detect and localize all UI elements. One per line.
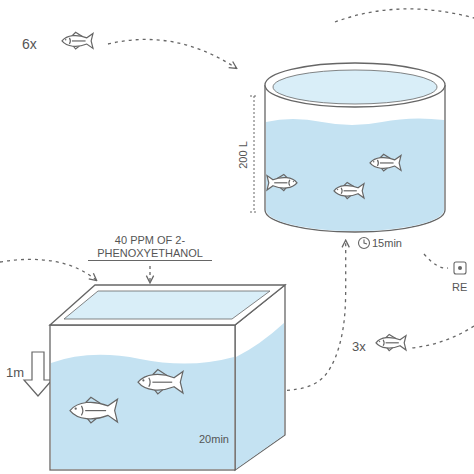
volume-dimension (250, 96, 258, 212)
fish-stripe (274, 182, 287, 183)
fish-body (376, 336, 406, 350)
tank-outline (262, 60, 448, 235)
clock-stroke (364, 240, 367, 245)
fish-eye (142, 379, 144, 381)
fish-eye (65, 39, 66, 40)
fish-body (138, 371, 183, 393)
annotation-label: RE (452, 281, 467, 294)
fish-gill (377, 160, 379, 166)
flow-line (335, 9, 474, 22)
fish-icon (70, 397, 118, 423)
annotation-label: 6x (22, 36, 37, 52)
chip-icon (454, 262, 466, 274)
clock-stroke (359, 238, 370, 249)
fish-icon (138, 370, 183, 394)
tank-water (266, 118, 444, 231)
fish-body (70, 399, 118, 422)
tank-surface (273, 70, 437, 104)
fish-body (267, 176, 297, 190)
annotation-label: 1m (6, 366, 24, 381)
tank-outline (50, 285, 285, 470)
fish-eye (75, 408, 77, 410)
node-label: 20min (199, 433, 229, 446)
fish-stripe (380, 162, 394, 163)
fish-gill (149, 378, 150, 387)
dose-arrow (149, 266, 150, 282)
tank-opening (64, 291, 270, 319)
fish-icon (62, 32, 93, 49)
tank-side-water (236, 323, 284, 469)
tank-rim (265, 63, 445, 107)
depth-arrow (24, 352, 52, 396)
flow-arrow (0, 259, 96, 280)
tank-water (51, 355, 234, 469)
flow-arrow (108, 39, 236, 68)
node-label: 200 L (237, 141, 250, 169)
tank-front (50, 325, 235, 470)
flow-connector (287, 241, 346, 390)
fish-body (62, 34, 93, 49)
annotation-label: 40 PPM OF 2-PHENOXYETHANOL (88, 234, 212, 261)
round-tank: 200 L (262, 60, 448, 235)
clock-icon (359, 238, 370, 249)
fish-eye (293, 181, 294, 182)
fish-gill (81, 406, 82, 416)
fish-body (370, 156, 401, 171)
fish-eye (337, 189, 338, 190)
square-tank: 20min (50, 285, 285, 470)
fish-eye (379, 341, 380, 342)
flow-line (424, 254, 448, 268)
annotation-label: 3x (352, 340, 366, 355)
fish-stripe (152, 382, 172, 383)
fish-icon (370, 154, 401, 171)
fish-stripe (72, 40, 86, 41)
fish-gill (341, 188, 343, 194)
fish-icon (334, 182, 364, 198)
fish-gill (69, 38, 71, 44)
fish-gill (383, 340, 385, 346)
fish-icon (376, 334, 406, 350)
flow-line (412, 326, 474, 348)
annotation-label: 15min (372, 237, 402, 250)
fish-body (334, 184, 364, 198)
fish-gill (288, 180, 290, 186)
fish-stripe (344, 190, 357, 191)
fish-stripe (85, 410, 106, 411)
fish-icon (267, 174, 297, 190)
tank-top (50, 285, 285, 325)
fish-stripe (386, 342, 399, 343)
fish-eye (373, 161, 374, 162)
chip-pin (458, 266, 462, 270)
